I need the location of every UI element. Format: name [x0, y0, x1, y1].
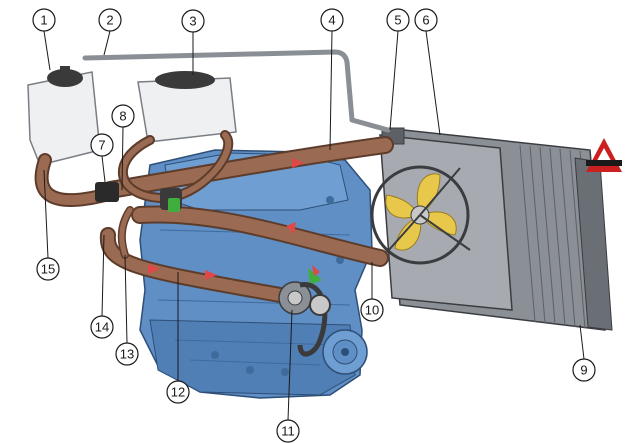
svg-text:15: 15	[41, 262, 55, 277]
leader-lines	[43, 30, 585, 421]
svg-text:11: 11	[281, 424, 295, 439]
svg-text:14: 14	[95, 320, 109, 335]
callout-5: 5	[386, 8, 410, 32]
heater-reservoir	[137, 71, 237, 143]
camshaft-sprocket	[309, 294, 331, 316]
callout-11: 11	[276, 419, 300, 443]
vapor-pipe	[82, 49, 391, 133]
callout-12: 12	[166, 380, 190, 404]
brand-triangle-logo-icon	[586, 138, 622, 172]
flow-arrows	[148, 158, 304, 280]
svg-text:5: 5	[394, 13, 401, 28]
expansion-tank-cap	[47, 69, 83, 87]
svg-text:4: 4	[328, 13, 335, 28]
callout-3: 3	[181, 9, 205, 33]
timing-belt	[297, 282, 328, 357]
callout-14: 14	[90, 315, 114, 339]
callout-4: 4	[320, 8, 344, 32]
flow-arrow-icon	[286, 222, 296, 234]
callout-15: 15	[36, 257, 60, 281]
flow-arrow-icon	[148, 264, 160, 274]
callout-8: 8	[111, 104, 135, 128]
flow-arrow-icon	[292, 158, 304, 168]
svg-text:10: 10	[365, 303, 379, 318]
svg-text:12: 12	[171, 385, 185, 400]
engine-sump	[149, 319, 356, 396]
svg-text:7: 7	[98, 138, 105, 153]
callout-9: 9	[572, 358, 596, 382]
svg-text:3: 3	[189, 14, 196, 29]
svg-text:2: 2	[106, 13, 113, 28]
heater-reservoir-cap	[155, 71, 215, 89]
callout-13: 13	[115, 342, 139, 366]
callout-6: 6	[414, 8, 438, 32]
svg-text:13: 13	[120, 347, 134, 362]
callout-7: 7	[90, 133, 114, 157]
callout-1: 1	[32, 8, 56, 32]
crankshaft-pulley	[322, 329, 368, 375]
svg-text:1: 1	[40, 13, 47, 28]
expansion-tank	[27, 66, 101, 166]
svg-text:6: 6	[422, 13, 429, 28]
thermostat	[95, 182, 182, 212]
callout-10: 10	[360, 298, 384, 322]
svg-text:9: 9	[580, 363, 587, 378]
callout-numbers: 1 2 3 4 5 6 7 8 9 10 11 12 13 14 15	[32, 8, 596, 443]
flow-arrow-icon	[205, 270, 217, 280]
engine-bolts	[211, 196, 344, 376]
svg-text:8: 8	[119, 109, 126, 124]
water-pump	[278, 265, 322, 315]
callout-2: 2	[98, 8, 122, 32]
